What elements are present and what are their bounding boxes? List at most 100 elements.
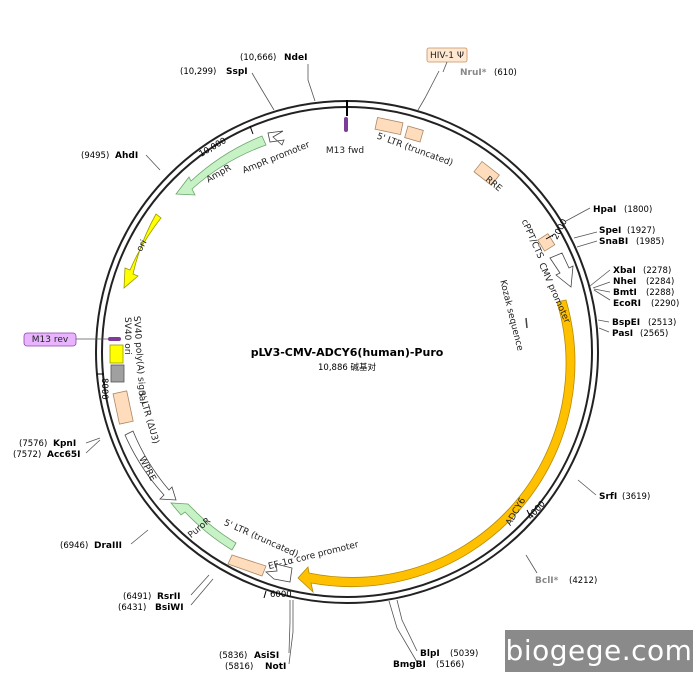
leader-bspei bbox=[597, 319, 610, 323]
m13-rev-box bbox=[23, 332, 77, 347]
tick-2000-mark bbox=[545, 234, 554, 240]
leader-pasi bbox=[598, 327, 610, 333]
site-kpni-name: KpnI bbox=[53, 439, 76, 449]
restriction-site-labels: (10,666) NdeI (10,299) SspI (9495) AhdI … bbox=[13, 53, 679, 672]
plasmid-title: pLV3-CMV-ADCY6(human)-Puro bbox=[251, 346, 444, 359]
leader-bcli bbox=[525, 554, 538, 574]
site-acc65i-name: Acc65I bbox=[47, 450, 81, 460]
label-m13-rev: M13 rev bbox=[32, 335, 69, 345]
site-leader-lines bbox=[85, 64, 611, 665]
feature-ef1a-promoter-arrow[interactable] bbox=[265, 563, 293, 583]
feature-3ltr[interactable] bbox=[112, 390, 134, 425]
tick-6000-mark bbox=[263, 590, 267, 599]
tick-10000-mark bbox=[249, 125, 254, 135]
feature-ampr-arrow[interactable] bbox=[175, 135, 267, 196]
feature-cmv-promoter-arrow[interactable] bbox=[549, 252, 574, 288]
feature-m13-rev-marker[interactable] bbox=[108, 337, 121, 341]
feature-sv40-polya[interactable] bbox=[110, 364, 125, 383]
leader-acc65i bbox=[85, 439, 101, 454]
site-rsrii-pos: (6491) bbox=[123, 592, 151, 602]
site-ahdi-pos: (9495) bbox=[81, 151, 109, 161]
plasmid-size: 10,886 碱基对 bbox=[318, 362, 376, 373]
leader-bsiwi bbox=[190, 578, 214, 606]
leader-snabi bbox=[576, 240, 598, 248]
leader-bmgbi bbox=[388, 600, 418, 663]
feature-rre[interactable] bbox=[473, 160, 500, 186]
label-5ltr-bottom: 5' LTR (truncated) bbox=[222, 518, 299, 560]
site-bmti-pos: (2288) bbox=[646, 288, 674, 298]
feature-5ltr-top-a[interactable] bbox=[374, 116, 404, 136]
site-noti-name: NotI bbox=[265, 662, 286, 672]
feature-5ltr-top-b[interactable] bbox=[404, 125, 424, 143]
feature-adcy6-arrow[interactable] bbox=[297, 299, 576, 594]
site-ecori-pos: (2290) bbox=[651, 299, 679, 309]
label-m13-fwd: M13 fwd bbox=[326, 146, 364, 156]
leader-ahdi bbox=[145, 154, 161, 171]
site-srfi-pos: (3619) bbox=[622, 492, 650, 502]
site-bmti-name: BmtI bbox=[613, 288, 637, 298]
feature-sv40-ori[interactable] bbox=[109, 344, 124, 364]
leader-asisi bbox=[288, 600, 291, 654]
site-bspei-pos: (2513) bbox=[648, 318, 676, 328]
label-rre: RRE bbox=[483, 175, 504, 195]
site-bmgbi-pos: (5166) bbox=[436, 660, 464, 670]
site-srfi-name: SrfI bbox=[599, 492, 617, 502]
feature-puror-arrow[interactable] bbox=[170, 502, 237, 551]
feature-wpre-arrow[interactable] bbox=[124, 430, 177, 501]
leader-kpni bbox=[85, 437, 101, 444]
leader-bmti bbox=[593, 288, 611, 293]
tick-4000-label: 4000 bbox=[526, 499, 548, 522]
site-bmgbi-name: BmgBI bbox=[393, 660, 426, 670]
site-bcli-name: BclI* bbox=[535, 576, 559, 586]
site-nhei-name: NheI bbox=[613, 277, 636, 287]
site-sspi-pos: (10,299) bbox=[180, 67, 216, 77]
site-nhei-pos: (2284) bbox=[646, 277, 674, 287]
site-pasi-pos: (2565) bbox=[640, 329, 668, 339]
leader-blpi bbox=[396, 599, 418, 652]
site-xbai-pos: (2278) bbox=[643, 266, 671, 276]
leader-draiii bbox=[130, 529, 149, 545]
leader-rsrii bbox=[190, 574, 210, 596]
label-ori: ori bbox=[135, 239, 149, 254]
label-sv40-polya: SV40 poly(A) signal bbox=[131, 316, 147, 404]
site-noti-pos: (5816) bbox=[225, 662, 253, 672]
site-bsiwi-pos: (6431) bbox=[118, 603, 146, 613]
site-asisi-pos: (5836) bbox=[219, 651, 247, 661]
site-ahdi-name: AhdI bbox=[115, 151, 138, 161]
leader-nrui bbox=[417, 70, 440, 111]
site-nrui-name: NruI* bbox=[460, 68, 487, 78]
label-wpre: WPRE bbox=[136, 455, 157, 483]
label-sv40-ori: SV40 ori bbox=[122, 317, 132, 355]
site-snabi-pos: (1985) bbox=[636, 237, 664, 247]
tick-8000-label: 8000 bbox=[99, 378, 109, 400]
feature-5ltr-bottom[interactable] bbox=[227, 554, 267, 577]
feature-ori-arrow[interactable] bbox=[123, 213, 162, 289]
site-sspi-name: SspI bbox=[226, 67, 248, 77]
label-hiv1-psi: HIV-1 Ψ bbox=[430, 51, 464, 61]
site-snabi-name: SnaBI bbox=[599, 237, 628, 247]
site-kpni-pos: (7576) bbox=[19, 439, 47, 449]
leader-spei bbox=[573, 231, 598, 239]
label-kozak: Kozak sequence bbox=[497, 279, 524, 352]
feature-kozak-marker[interactable] bbox=[525, 317, 528, 329]
hiv1-psi-leader bbox=[442, 61, 448, 73]
feature-ampr-promoter-arrow[interactable] bbox=[267, 130, 285, 146]
watermark-logo: biogege.com bbox=[505, 630, 693, 672]
site-hpai-pos: (1800) bbox=[624, 205, 652, 215]
site-ndei-name: NdeI bbox=[284, 53, 307, 63]
site-rsrii-name: RsrII bbox=[157, 592, 180, 602]
feature-cppt-cts[interactable] bbox=[537, 233, 556, 252]
site-draiii-name: DraIII bbox=[94, 541, 122, 551]
feature-m13-fwd-marker[interactable] bbox=[344, 117, 348, 132]
site-bcli-pos: (4212) bbox=[569, 576, 597, 586]
site-xbai-name: XbaI bbox=[613, 266, 636, 276]
site-bsiwi-name: BsiWI bbox=[155, 603, 184, 613]
leader-xbai bbox=[589, 269, 611, 287]
leader-noti bbox=[288, 600, 294, 665]
site-bspei-name: BspEI bbox=[612, 318, 640, 328]
leader-ndei bbox=[307, 64, 316, 102]
site-acc65i-pos: (7572) bbox=[13, 450, 41, 460]
site-pasi-name: PasI bbox=[612, 329, 633, 339]
